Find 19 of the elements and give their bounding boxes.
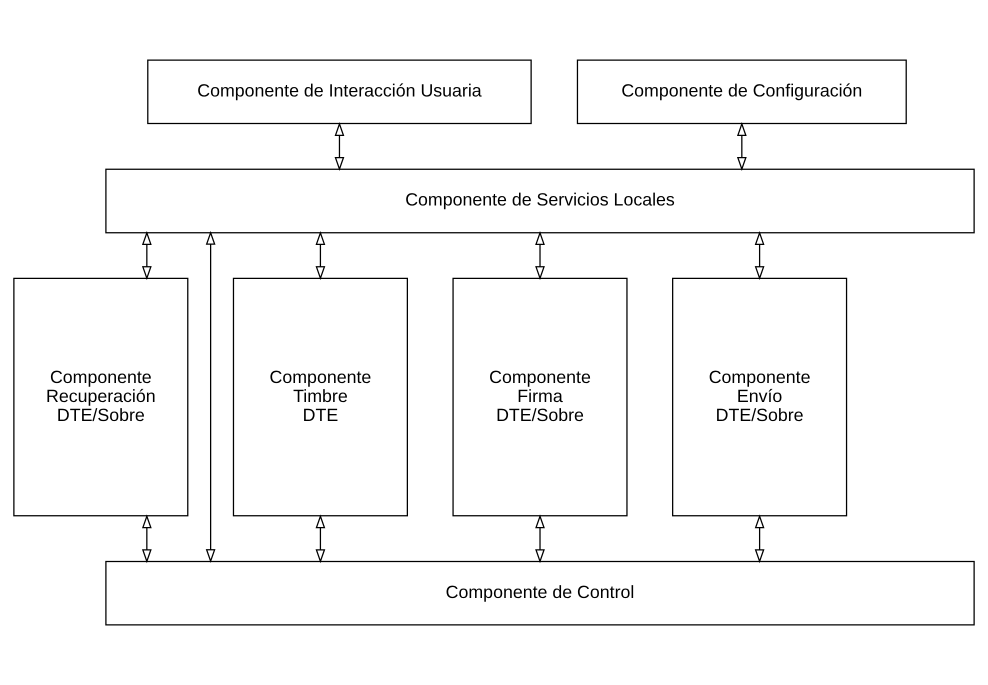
- arrow: [142, 231, 152, 280]
- arrow: [206, 230, 216, 564]
- arrow: [736, 122, 747, 171]
- node-box: Componente de Interacción Usuaria: [147, 59, 532, 124]
- arrow: [316, 514, 326, 564]
- node-box: Componente Timbre DTE: [232, 278, 408, 516]
- node-box: Componente de Servicios Locales: [105, 168, 975, 234]
- arrow: [535, 231, 545, 280]
- node-box: Componente de Control: [105, 560, 975, 626]
- arrow: [142, 514, 152, 564]
- arrow: [754, 514, 764, 564]
- arrow: [316, 231, 326, 280]
- arrow: [535, 514, 545, 564]
- node-box: Componente Recuperación DTE/Sobre: [13, 278, 188, 516]
- node-box: Componente de Configuración: [576, 59, 907, 124]
- node-box: Componente Envío DTE/Sobre: [672, 278, 848, 516]
- arrow: [334, 122, 344, 171]
- node-box: Componente Firma DTE/Sobre: [452, 278, 628, 516]
- arrow: [754, 231, 764, 280]
